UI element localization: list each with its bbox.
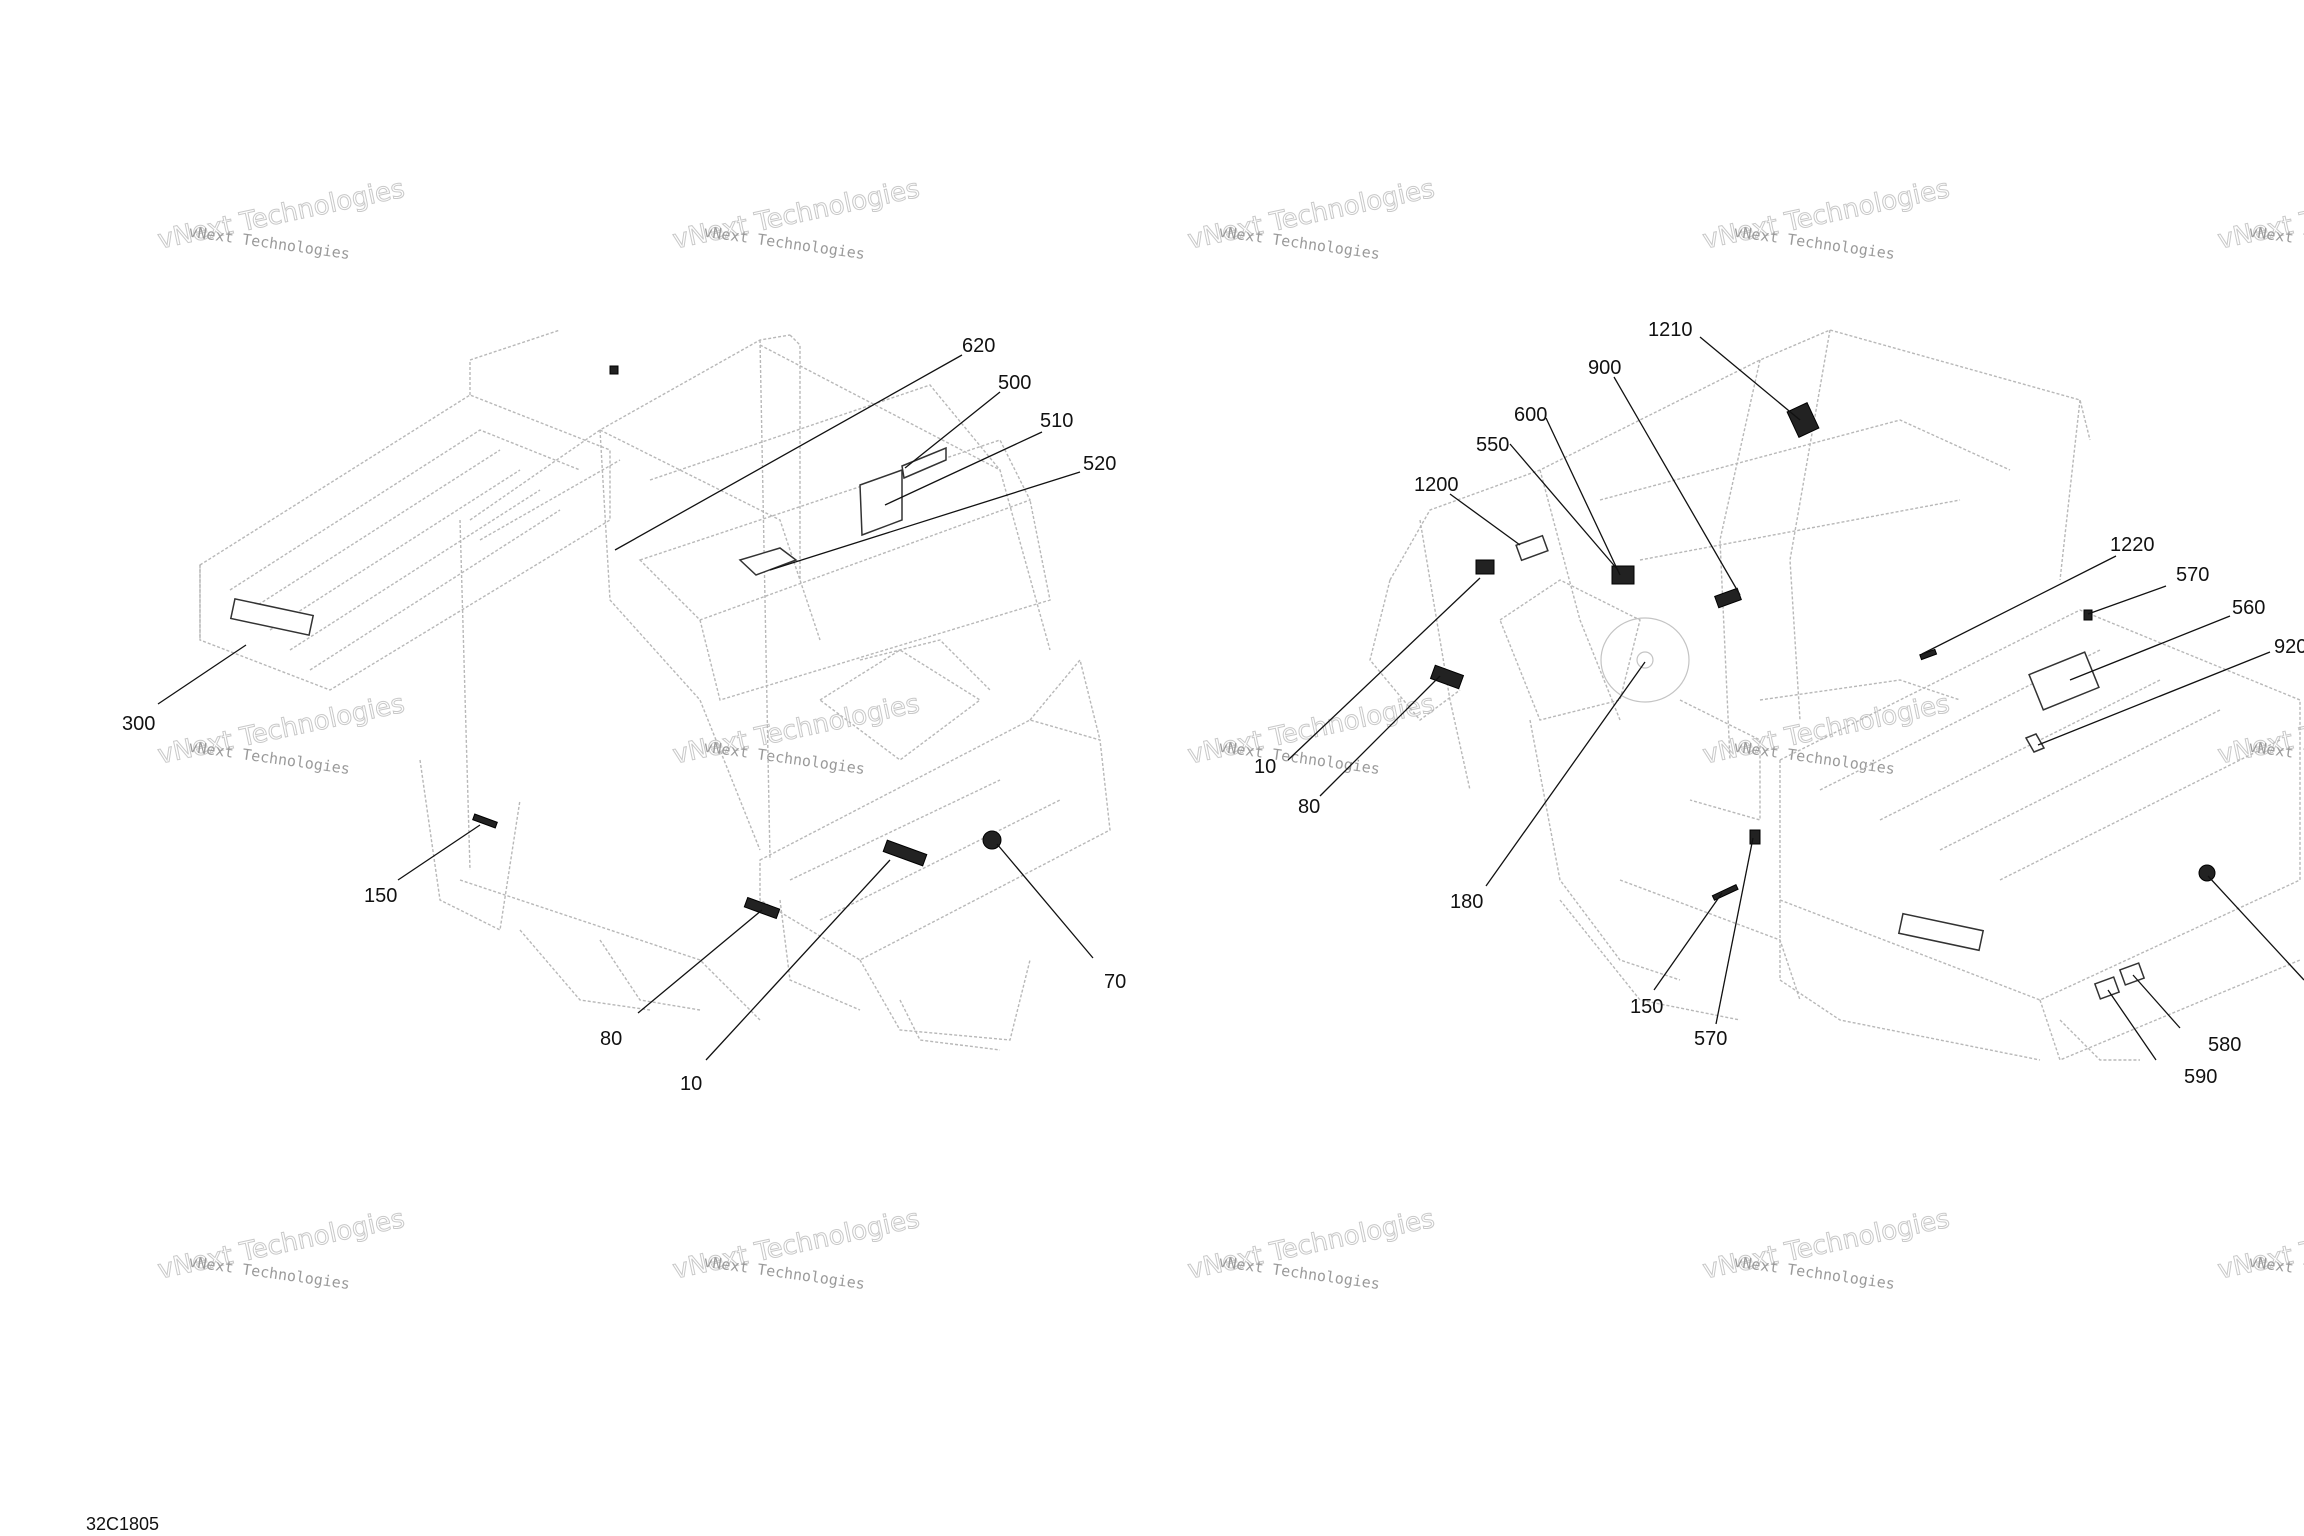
- callout-300: 300: [122, 713, 155, 735]
- callout-550: 550: [1476, 434, 1509, 456]
- callout-590: 590: [2184, 1066, 2217, 1088]
- vehicle-rear-view: [1369, 329, 2301, 1061]
- callout-1200: 1200: [1414, 474, 1459, 496]
- callout-70: 70: [1104, 971, 1126, 993]
- callout-620: 620: [962, 335, 995, 357]
- callout-10: 10: [680, 1073, 702, 1095]
- callout-180: 180: [1450, 891, 1483, 913]
- callout-150: 150: [364, 885, 397, 907]
- callouts-front: 620 500 510 520 300 150 80 10 70: [122, 335, 1126, 1095]
- callout-10-rear: 10: [1254, 756, 1276, 778]
- leader-lines-front: [157, 354, 1094, 1061]
- leader-lines-rear: [1287, 336, 2304, 1061]
- callout-520: 520: [1083, 453, 1116, 475]
- callout-510: 510: [1040, 410, 1073, 432]
- callout-150-rear: 150: [1630, 996, 1663, 1018]
- callout-1220: 1220: [2110, 534, 2155, 556]
- callout-900: 900: [1588, 357, 1621, 379]
- callout-500: 500: [998, 372, 1031, 394]
- callout-560: 560: [2232, 597, 2265, 619]
- callout-80-rear: 80: [1298, 796, 1320, 818]
- callout-570-upper: 570: [2176, 564, 2209, 586]
- drawing-code: 32C1805: [86, 1514, 159, 1534]
- callout-920: 920: [2274, 636, 2304, 658]
- callout-80: 80: [600, 1028, 622, 1050]
- vehicle-front-view: [199, 329, 1111, 1051]
- callout-580: 580: [2208, 1034, 2241, 1056]
- callout-570-lower: 570: [1694, 1028, 1727, 1050]
- callouts-rear: 1210 900 600 550 1200 1220 570 560 920 1…: [1254, 319, 2304, 1088]
- callout-1210: 1210: [1648, 319, 1693, 341]
- callout-600: 600: [1514, 404, 1547, 426]
